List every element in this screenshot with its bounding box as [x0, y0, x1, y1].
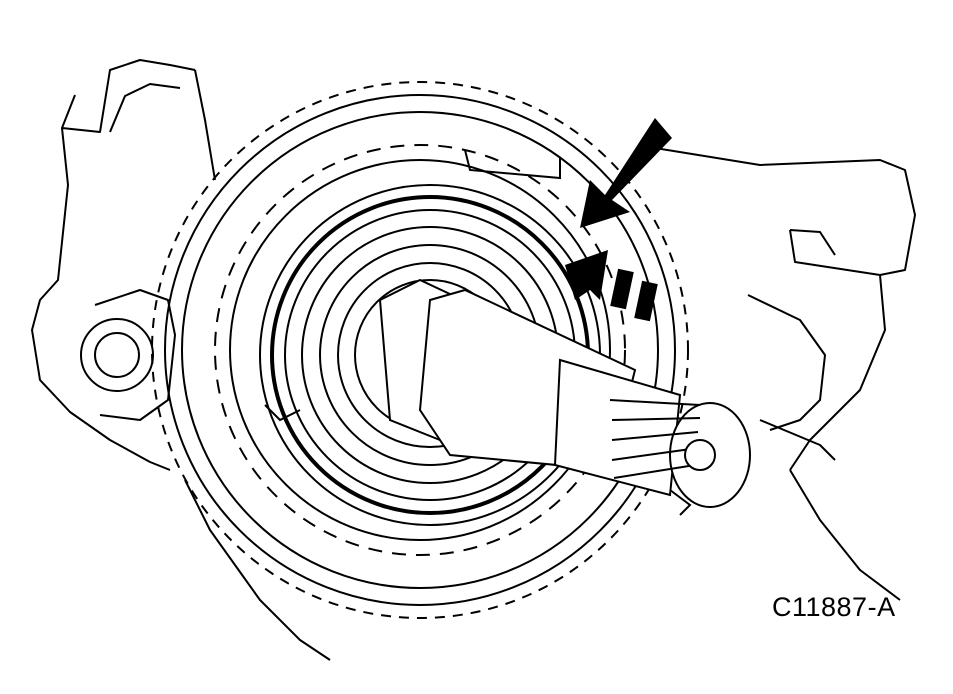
figure-reference-code: C11887-A — [772, 592, 896, 622]
synchronizer-assembly — [259, 149, 601, 526]
output-shaft — [378, 278, 751, 516]
dashed-arrow-head — [565, 250, 608, 300]
callout-arrows — [565, 118, 672, 322]
solid-arrow — [580, 118, 672, 228]
ring-gear — [151, 81, 689, 619]
transmission-housing — [31, 59, 916, 661]
dashed-arrow-segment — [610, 268, 634, 310]
dashed-arrow-segment — [634, 280, 658, 322]
bolt-hole — [94, 332, 140, 378]
